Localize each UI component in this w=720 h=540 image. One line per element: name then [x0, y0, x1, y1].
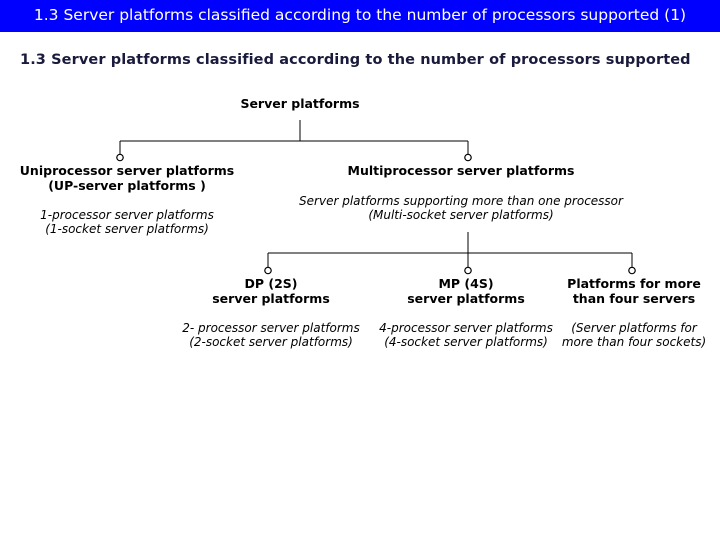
node-dp-2s: DP (2S) server platforms 2- processor se…: [178, 276, 364, 349]
node-uniprocessor: Uniprocessor server platforms (UP-server…: [8, 163, 246, 236]
node-more-than-four: Platforms for more than four servers (Se…: [552, 276, 716, 349]
endpoint-circle-more: [628, 266, 636, 275]
endpoint-circle-mp: [464, 266, 472, 275]
page-title: 1.3 Server platforms classified accordin…: [20, 52, 691, 68]
endpoint-circle-uniprocessor: [116, 153, 124, 162]
node-mp-4s-subtitle: 4-processor server platforms (4-socket s…: [379, 320, 553, 349]
node-server-platforms-title: Server platforms: [240, 96, 360, 111]
node-more-than-four-subtitle: (Server platforms for more than four soc…: [561, 320, 707, 349]
title-bar-text: 1.3 Server platforms classified accordin…: [33, 6, 687, 25]
title-bar: 1.3 Server platforms classified accordin…: [0, 0, 720, 32]
node-dp-2s-title: DP (2S) server platforms: [212, 276, 330, 306]
node-uniprocessor-subtitle: 1-processor server platforms (1-socket s…: [40, 207, 214, 236]
node-uniprocessor-title: Uniprocessor server platforms (UP-server…: [19, 163, 235, 193]
node-mp-4s: MP (4S) server platforms 4-processor ser…: [372, 276, 560, 349]
endpoint-circle-multiprocessor: [464, 153, 472, 162]
node-multiprocessor: Multiprocessor server platforms Server p…: [296, 163, 626, 223]
node-multiprocessor-title: Multiprocessor server platforms: [347, 163, 575, 178]
node-more-than-four-title: Platforms for more than four servers: [567, 276, 701, 306]
node-dp-2s-subtitle: 2- processor server platforms (2-socket …: [182, 320, 360, 349]
node-mp-4s-title: MP (4S) server platforms: [407, 276, 525, 306]
endpoint-circle-dp: [264, 266, 272, 275]
node-server-platforms: Server platforms: [200, 96, 400, 112]
node-multiprocessor-subtitle: Server platforms supporting more than on…: [299, 193, 623, 223]
